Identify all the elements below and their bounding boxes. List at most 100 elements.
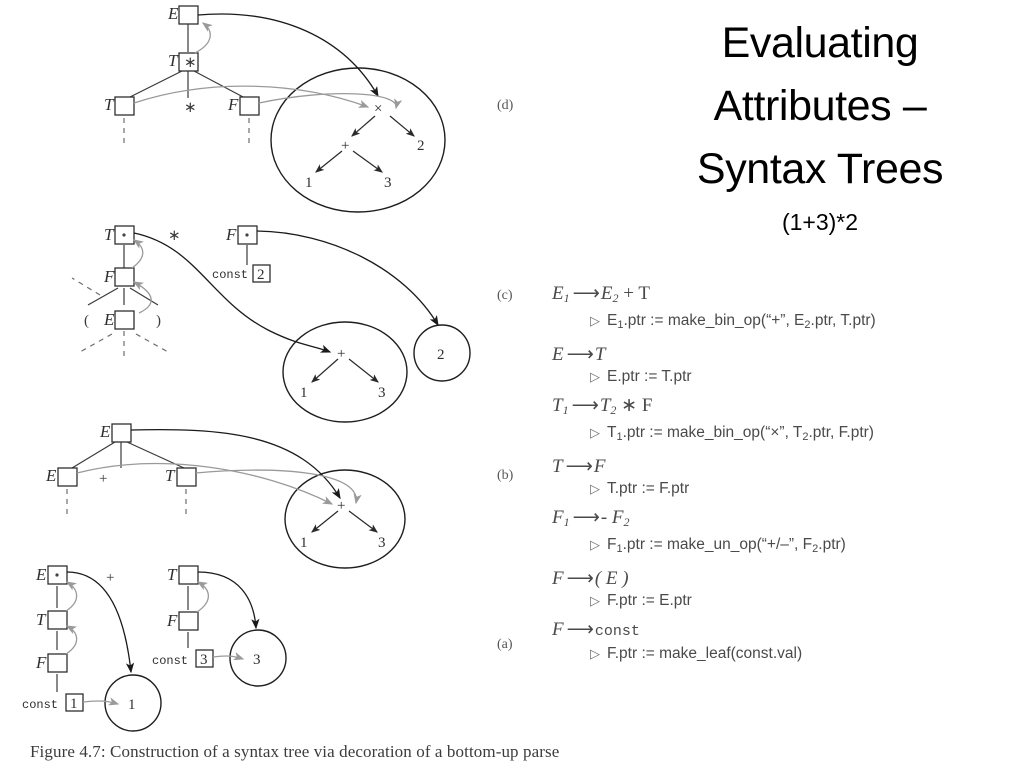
panel-b-child-t-label: T [165, 466, 176, 485]
rule-6-triangle-icon: ▷ [590, 646, 600, 661]
panel-d-tree-leaf-1: 1 [305, 175, 313, 191]
rule-1-arrow: ⟶ [566, 344, 594, 365]
rule-3-lhs: T [552, 456, 563, 477]
panel-d-mid-box-value: ∗ [184, 55, 197, 71]
rule-0-action-sub2: 2 [804, 319, 811, 331]
grammar-rule-2-body: ▷T1.ptr := make_bin_op(“×”, T2.ptr, F.pt… [552, 422, 1022, 448]
grammar-rule-0: E1⟶E2 + T ▷E1.ptr := make_bin_op(“+”, E2… [552, 282, 1022, 336]
panel-d-tree-root: × [374, 101, 382, 117]
grammar-rule-6-body: ▷ F.ptr := make_leaf(const.val) [552, 643, 1022, 664]
rule-0-lhs-sub: 1 [563, 291, 570, 305]
rule-0-triangle-icon: ▷ [590, 313, 600, 328]
rule-5-lhs: F [552, 568, 564, 589]
title-line-2: Attributes – [713, 82, 927, 130]
panel-c-f-box [114, 267, 135, 287]
panel-a-t-label: T [36, 610, 47, 629]
panel-label-a: (a) [497, 637, 513, 652]
rule-3-arrow: ⟶ [565, 456, 593, 477]
grammar-rule-2-head: T1⟶T2 ∗ F [552, 394, 1022, 422]
title-line-3: Syntax Trees [696, 145, 944, 193]
rule-3-action: .ptr := F.ptr [614, 480, 690, 497]
panel-b-tree-ellipse [284, 469, 406, 569]
panel-c-tree-leaf-1: 1 [300, 385, 308, 401]
rule-4-rhs: - F [600, 507, 624, 528]
title-line-1: Evaluating [721, 19, 919, 67]
panel-b-root-label: E [99, 422, 111, 441]
panel-a-circle-3-value: 3 [253, 652, 261, 668]
rule-2-rhs: T [599, 395, 611, 416]
panel-a-f-label: F [35, 653, 47, 672]
grammar-rule-5-body: ▷F.ptr := E.ptr [552, 590, 1022, 611]
rule-4-arrow: ⟶ [572, 507, 600, 528]
rule-3-action-prefix: T [607, 480, 615, 497]
rule-0-rhs: E [600, 283, 613, 304]
panel-d-child-star: ∗ [184, 100, 197, 116]
rule-1-action: .ptr := T.ptr [617, 368, 692, 385]
panel-d-child-t-label: T [104, 95, 115, 114]
rule-4-action-tail: .ptr) [818, 536, 846, 553]
panel-d-root-box [178, 5, 199, 25]
grammar-rule-3-body: ▷T.ptr := F.ptr [552, 478, 1022, 499]
rule-2-lhs: T [552, 395, 563, 416]
rule-2-action-sub2: 2 [802, 431, 809, 443]
grammar-rule-3-head: T⟶F [552, 455, 1022, 478]
panel-b-tree-leaf-1: 1 [300, 535, 308, 551]
panel-c-tree-leaf-3: 3 [378, 385, 386, 401]
panel-b-child-e-box [57, 467, 78, 487]
grammar-rules-list: E1⟶E2 + T ▷E1.ptr := make_bin_op(“+”, E2… [552, 282, 1022, 671]
panel-c-right-f-label: F [225, 225, 237, 244]
panel-b-child-t-box [176, 467, 197, 487]
grammar-rule-5-head: F⟶( E ) [552, 567, 1022, 590]
grammar-rule-6-head: F⟶const [552, 618, 1022, 643]
rule-2-action-tail: .ptr, F.ptr) [808, 424, 874, 441]
rule-5-action: .ptr := E.ptr [614, 592, 692, 609]
panel-c-e-label: E [103, 310, 115, 329]
grammar-rule-0-body: ▷E1.ptr := make_bin_op(“+”, E2.ptr, T.pt… [552, 310, 1022, 336]
rule-2-rhs-rest: ∗ F [621, 395, 653, 416]
panel-c-star: ∗ [168, 228, 181, 244]
grammar-rule-2: T1⟶T2 ∗ F ▷T1.ptr := make_bin_op(“×”, T2… [552, 394, 1022, 448]
rule-1-triangle-icon: ▷ [590, 369, 600, 384]
panel-c-tree-ellipse [282, 321, 408, 423]
rule-2-action: .ptr := make_bin_op(“×”, T [622, 424, 803, 441]
rule-1-lhs: E [552, 344, 564, 365]
rule-2-rhs-sub: 2 [610, 403, 617, 417]
rule-6-action: .ptr := make_leaf(const.val) [614, 645, 803, 662]
panel-a-right-f-box [178, 611, 199, 631]
rule-0-action-prefix: E [607, 312, 618, 329]
rule-6-action-prefix: F [607, 645, 615, 662]
rule-4-action-prefix: F [607, 536, 617, 553]
panel-b-tree-root: + [337, 498, 345, 514]
panel-a-const3-value: 3 [200, 652, 208, 668]
panel-d-tree-leaf-2: 2 [417, 138, 425, 154]
panel-a: E T F const 1 + 1 T F [22, 565, 287, 732]
panel-a-operator-plus: + [106, 570, 114, 586]
rule-0-arrow: ⟶ [572, 283, 600, 304]
panel-d-mid-label: T [168, 51, 179, 70]
panel-c-circle-value: 2 [437, 347, 445, 363]
panel-a-t-box [47, 610, 68, 630]
panel-b-tree-leaf-3: 3 [378, 535, 386, 551]
rule-6-arrow: ⟶ [566, 619, 594, 640]
panel-d-child-f-label: F [227, 95, 239, 114]
panel-a-const3-box [195, 649, 214, 668]
rule-0-action-tail: .ptr, T.ptr) [810, 312, 876, 329]
panel-a-const1-box [65, 693, 84, 712]
panel-d-tree-sub-root: + [341, 138, 349, 154]
panel-c-const-box [252, 264, 271, 283]
panel-c-paren-open: ( [84, 313, 89, 329]
grammar-rule-6: F⟶const ▷ F.ptr := make_leaf(const.val) [552, 618, 1022, 664]
panel-a-const1-value: 1 [70, 696, 78, 712]
rule-4-lhs-sub: 1 [563, 515, 570, 529]
panel-b: E E + T + 1 3 [45, 422, 406, 569]
panel-c-circle-2 [413, 324, 471, 382]
figure-caption: Figure 4.7: Construction of a syntax tre… [30, 742, 560, 761]
panel-d-tree-leaf-3: 3 [384, 175, 392, 191]
rule-4-action-sub2: 2 [812, 543, 819, 555]
panel-a-e-label: E [35, 565, 47, 584]
panel-a-circle-1 [104, 674, 162, 732]
panel-a-const1-label: const [22, 698, 58, 712]
rule-0-action-sub: 1 [617, 319, 624, 331]
panel-a-right-t-box [178, 565, 199, 585]
